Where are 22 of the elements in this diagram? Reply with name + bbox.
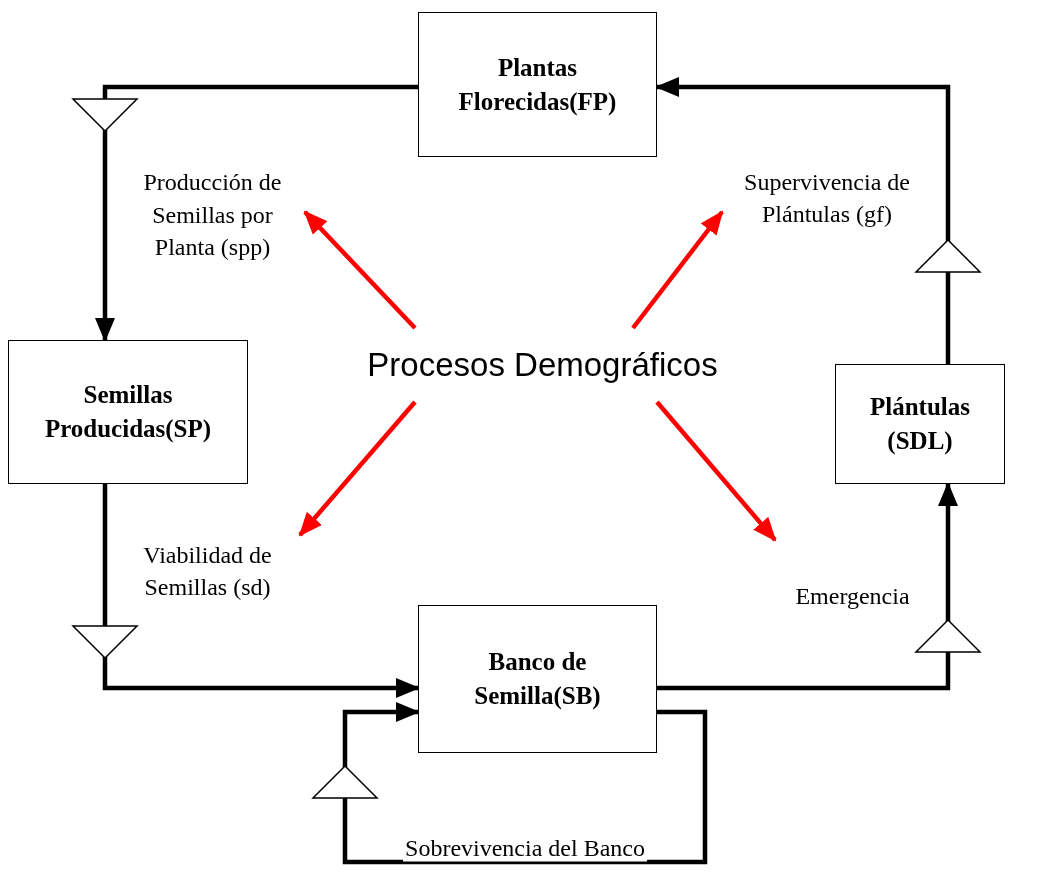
box-label: Banco de Semilla(SB) — [473, 647, 602, 712]
arrow — [342, 702, 708, 865]
stock-box — [835, 364, 1005, 484]
arrow — [298, 400, 417, 537]
arrow — [655, 77, 951, 364]
box-label: Plántulas (SDL) — [869, 392, 971, 457]
box-label: Semillas Producidas(SP) — [43, 380, 213, 445]
arrow — [657, 482, 958, 691]
stock-box — [8, 340, 248, 484]
stock-box — [418, 12, 657, 157]
process-label: Supervivencia de Plántulas (gf) — [722, 162, 932, 234]
arrow — [303, 210, 417, 330]
process-label: Producción de Semillas por Planta (spp) — [120, 160, 305, 270]
stock-box — [418, 605, 657, 753]
center-label: Procesos Demográficos — [330, 328, 755, 402]
arrow — [655, 400, 777, 542]
arrow — [102, 484, 420, 698]
box-label: Plantas Florecidas(FP) — [457, 52, 618, 118]
process-label: Viabilidad de Semillas (sd) — [110, 535, 305, 607]
process-label: Emergencia — [765, 540, 940, 612]
arrow — [631, 210, 724, 330]
arrow — [95, 84, 418, 342]
